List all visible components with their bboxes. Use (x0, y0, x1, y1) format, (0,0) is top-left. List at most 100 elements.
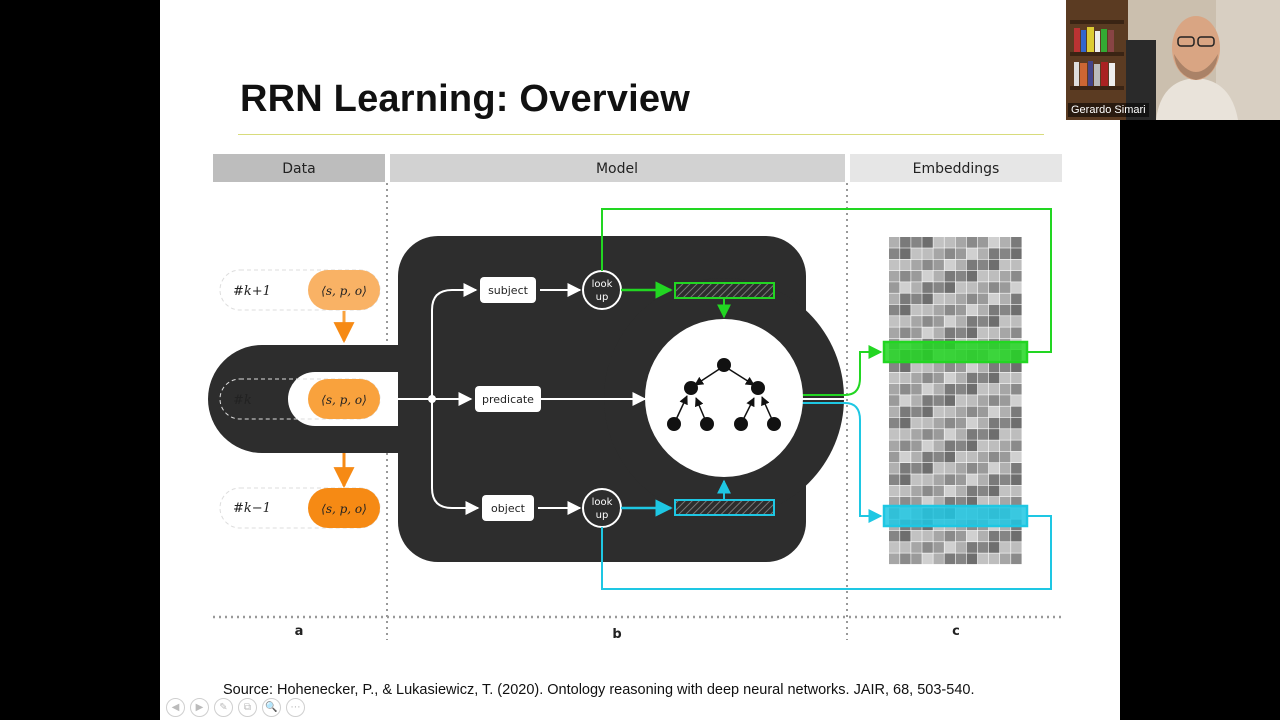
matrix-cell (1000, 417, 1011, 429)
matrix-cell (988, 542, 1000, 553)
matrix-cell (922, 237, 933, 248)
rrn-tree-node (645, 319, 803, 477)
matrix-cell (988, 417, 1000, 429)
matrix-cell (944, 429, 955, 440)
matrix-cell (977, 406, 989, 418)
matrix-cell (900, 395, 911, 406)
panel-letter-b: b (612, 627, 621, 642)
matrix-cell (988, 316, 1000, 327)
matrix-cell (988, 530, 1000, 542)
matrix-cell (977, 327, 989, 339)
matrix-cell (944, 451, 955, 463)
matrix-cell (977, 282, 989, 293)
matrix-cell (966, 440, 978, 452)
matrix-cell (1011, 463, 1022, 474)
slide: RRN Learning: Overview Data Model Embedd… (160, 0, 1120, 720)
matrix-cell (922, 440, 933, 452)
matrix-cell (889, 530, 900, 542)
matrix-cell (911, 451, 922, 463)
matrix-cell (955, 237, 967, 248)
matrix-cell (900, 530, 911, 542)
matrix-cell (933, 282, 944, 293)
matrix-cell (900, 361, 911, 372)
matrix-cell (889, 474, 900, 485)
matrix-cell (988, 293, 1000, 305)
matrix-cell (977, 496, 989, 508)
object-embedding-vector (674, 499, 775, 516)
matrix-cell (933, 429, 944, 440)
matrix-cell (922, 530, 933, 542)
lookup-line1: look (592, 497, 613, 508)
matrix-cell (911, 530, 922, 542)
participant-video: Gerardo Simari (1066, 0, 1280, 120)
matrix-cell (1000, 553, 1011, 565)
matrix-cell (977, 474, 989, 485)
triple-label: ⟨s, p, o⟩ (321, 393, 367, 407)
matrix-cell (889, 463, 900, 474)
matrix-cell (922, 293, 933, 305)
matrix-cell (889, 293, 900, 305)
matrix-cell (911, 440, 922, 452)
matrix-cell (988, 270, 1000, 282)
data-row-index: #k (233, 393, 252, 408)
triple-pill (308, 488, 380, 528)
header-model (390, 154, 845, 182)
next-slide-icon[interactable]: ▶ (190, 698, 209, 717)
previous-slide-icon[interactable]: ◀ (166, 698, 185, 717)
matrix-cell (911, 304, 922, 316)
section-data-label: Data (282, 161, 315, 177)
matrix-cell (966, 282, 978, 293)
matrix-cell (955, 406, 967, 418)
matrix-cell (1000, 429, 1011, 440)
matrix-cell (911, 496, 922, 508)
matrix-cell (922, 542, 933, 553)
section-model-label: Model (596, 161, 638, 177)
matrix-cell (966, 542, 978, 553)
matrix-cell (1000, 496, 1011, 508)
matrix-cell (911, 248, 922, 259)
matrix-cell (922, 282, 933, 293)
matrix-cell (1011, 485, 1022, 497)
matrix-cell (977, 248, 989, 259)
matrix-cell (966, 259, 978, 271)
matrix-cell (955, 259, 967, 271)
matrix-cell (1000, 270, 1011, 282)
pen-icon[interactable]: ✎ (214, 698, 233, 717)
matrix-cell (955, 372, 967, 384)
matrix-cell (944, 372, 955, 384)
matrix-cell (933, 553, 944, 565)
matrix-cell (988, 304, 1000, 316)
matrix-cell (922, 259, 933, 271)
matrix-cell (889, 395, 900, 406)
matrix-cell (922, 463, 933, 474)
more-options-icon[interactable]: ⋯ (286, 698, 305, 717)
data-row-k-plus-1: #k+1 ⟨s, p, o⟩ (219, 269, 381, 311)
matrix-cell (1000, 395, 1011, 406)
junction-dot (428, 395, 436, 403)
matrix-cell (900, 485, 911, 497)
zoom-icon[interactable]: 🔍 (262, 698, 281, 717)
matrix-cell (933, 316, 944, 327)
matrix-cell (977, 451, 989, 463)
matrix-cell (955, 248, 967, 259)
matrix-cell (911, 327, 922, 339)
matrix-cell (1000, 485, 1011, 497)
matrix-cell (1011, 237, 1022, 248)
participant-name: Gerardo Simari (1068, 103, 1149, 117)
matrix-cell (911, 237, 922, 248)
matrix-cell (944, 282, 955, 293)
matrix-cell (900, 327, 911, 339)
matrix-cell (889, 259, 900, 271)
slideshow-controls: ◀ ▶ ✎ ⧉ 🔍 ⋯ (166, 698, 305, 717)
matrix-cell (889, 485, 900, 497)
matrix-cell (955, 451, 967, 463)
matrix-cell (889, 282, 900, 293)
matrix-cell (966, 474, 978, 485)
matrix-cell (922, 372, 933, 384)
slides-grid-icon[interactable]: ⧉ (238, 698, 257, 717)
matrix-cell (1011, 282, 1022, 293)
matrix-cell (955, 304, 967, 316)
matrix-cell (944, 293, 955, 305)
matrix-cell (977, 304, 989, 316)
matrix-cell (1011, 530, 1022, 542)
